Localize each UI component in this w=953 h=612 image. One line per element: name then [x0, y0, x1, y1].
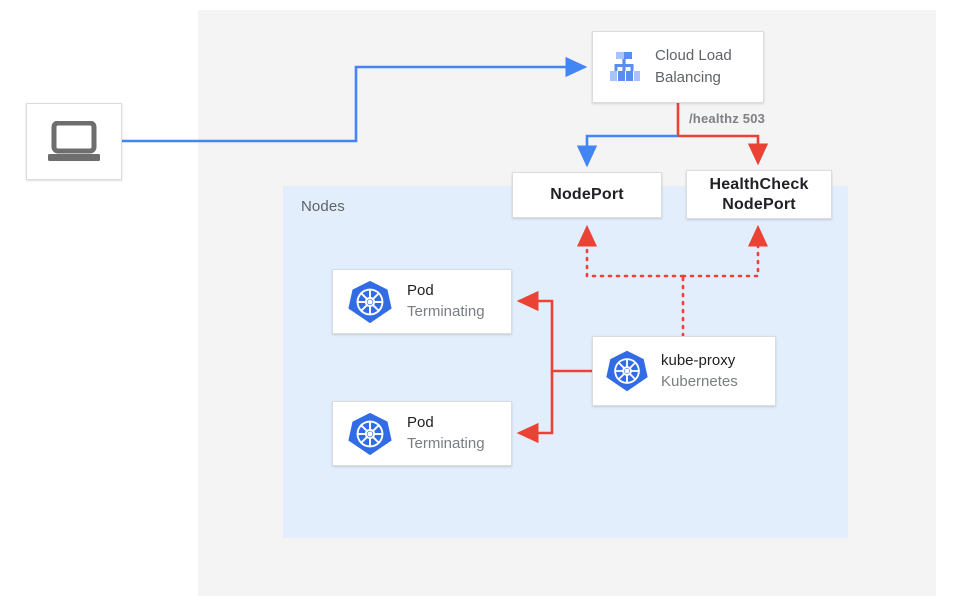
kubernetes-icon: [606, 350, 648, 392]
pod-title: Pod: [407, 414, 434, 431]
kube-proxy-subtitle: Kubernetes: [661, 372, 738, 390]
healthcheck-nodeport-label-line1: HealthCheck: [709, 175, 809, 193]
kubernetes-icon: [348, 280, 392, 323]
healthcheck-nodeport-label-line2: NodePort: [722, 195, 796, 213]
client-device-card[interactable]: [26, 103, 122, 180]
laptop-icon: [48, 120, 100, 161]
cloud-load-balancing-card[interactable]: Cloud Load Balancing: [592, 31, 764, 103]
nodeport-box[interactable]: NodePort: [512, 172, 662, 218]
pod-text: Pod Terminating: [407, 413, 485, 454]
pod-text: Pod Terminating: [407, 281, 485, 322]
cloud-load-balancing-icon: [610, 52, 640, 81]
pod-title: Pod: [407, 282, 434, 299]
pod-card[interactable]: Pod Terminating: [332, 401, 512, 466]
kube-proxy-card[interactable]: kube-proxy Kubernetes: [592, 336, 776, 406]
pod-status: Terminating: [407, 303, 485, 320]
kube-proxy-text: kube-proxy Kubernetes: [661, 351, 738, 392]
nodes-region-label: Nodes: [301, 198, 345, 215]
healthcheck-nodeport-box[interactable]: HealthCheck NodePort: [686, 170, 832, 219]
cloud-load-balancing-label-line2: Balancing: [655, 69, 721, 86]
cloud-load-balancing-label-line1: Cloud Load: [655, 47, 732, 64]
nodeport-label: NodePort: [550, 186, 624, 203]
cloud-load-balancing-label: Cloud Load Balancing: [655, 45, 732, 89]
kube-proxy-title: kube-proxy: [661, 351, 736, 369]
kubernetes-icon: [348, 412, 392, 455]
pod-status: Terminating: [407, 435, 485, 452]
healthz-edge-label: /healthz 503: [689, 111, 766, 126]
pod-card[interactable]: Pod Terminating: [332, 269, 512, 334]
